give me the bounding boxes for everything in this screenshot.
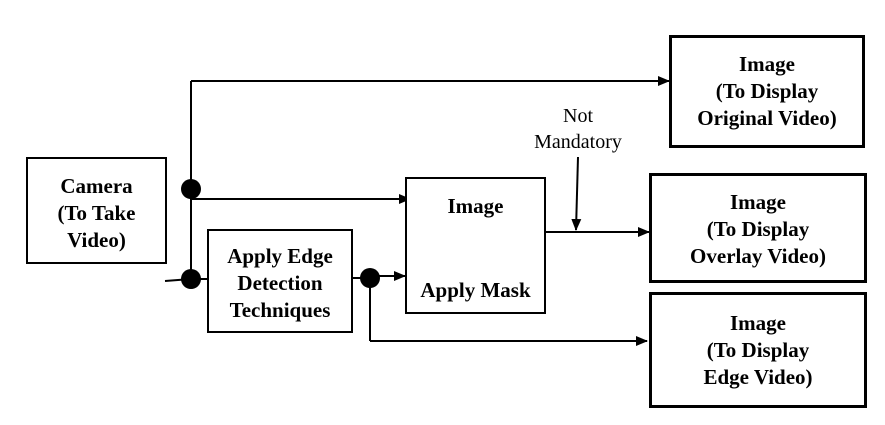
not-mandatory-note: Not Mandatory xyxy=(518,103,638,155)
overlay-video-label-line: Overlay Video) xyxy=(690,244,826,268)
edge-video-box: Image (To Display Edge Video) xyxy=(649,292,867,408)
camera-label-line: Camera xyxy=(60,174,133,198)
mask-title: Image xyxy=(447,194,504,218)
edge-detection-label-line: Apply Edge xyxy=(227,244,333,268)
original-video-label-line: Original Video) xyxy=(697,106,837,130)
original-video-label-line: (To Display xyxy=(715,79,819,103)
edge-detection-label-line: Detection xyxy=(237,271,323,295)
camera-label-line: Video) xyxy=(67,228,126,252)
edge-detection-label-line: Techniques xyxy=(229,298,331,322)
mask-box: Image Apply Mask xyxy=(405,177,546,314)
junction-dot xyxy=(360,268,380,288)
edge-video-label-line: (To Display xyxy=(706,338,810,362)
edge-video-label-line: Edge Video) xyxy=(703,365,813,389)
camera-label-line: (To Take xyxy=(57,201,136,225)
note-line: Mandatory xyxy=(534,131,622,153)
overlay-video-label-line: Image xyxy=(730,190,786,214)
overlay-video-box: Image (To Display Overlay Video) xyxy=(649,173,867,283)
note-line: Not xyxy=(563,105,593,127)
overlay-video-label-line: (To Display xyxy=(706,217,810,241)
edge-detection-box: Apply Edge Detection Techniques xyxy=(207,229,353,333)
not-mandatory-pointer xyxy=(571,156,582,231)
original-video-label-line: Image xyxy=(739,52,795,76)
junction-dot xyxy=(181,269,201,289)
junction-dot xyxy=(181,179,201,199)
mask-subtitle: Apply Mask xyxy=(420,278,531,302)
original-video-box: Image (To Display Original Video) xyxy=(669,35,865,148)
edge-video-label-line: Image xyxy=(730,311,786,335)
camera-box: Camera (To Take Video) xyxy=(26,157,167,264)
